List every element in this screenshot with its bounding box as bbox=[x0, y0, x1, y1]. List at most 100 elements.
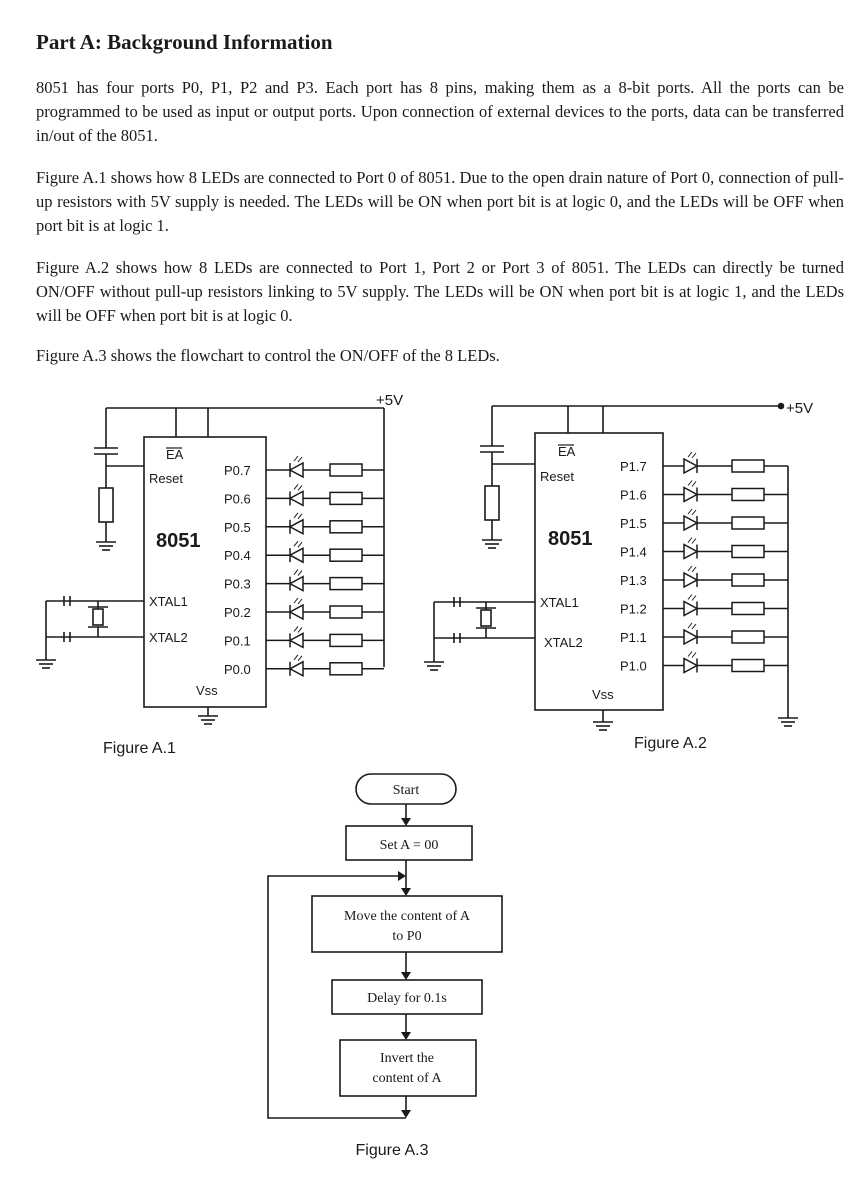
resistor bbox=[329, 633, 363, 648]
led-row bbox=[266, 597, 384, 621]
pin-label: P0.6 bbox=[224, 491, 251, 506]
resistor bbox=[731, 487, 765, 502]
pin-label: P1.3 bbox=[620, 573, 647, 588]
pin-label: P0.0 bbox=[224, 662, 251, 677]
flow-step2-line2: to P0 bbox=[392, 929, 421, 944]
figure-a1-labels: +5V EA Reset 8051 XTAL1 XTAL2 Vss Figure… bbox=[103, 392, 403, 757]
paragraph-ports-intro: 8051 has four ports P0, P1, P2 and P3. E… bbox=[36, 78, 844, 145]
led-row bbox=[663, 622, 788, 646]
led-row bbox=[663, 508, 788, 532]
led-diode-icon bbox=[288, 455, 304, 479]
reset-resistor-a1 bbox=[98, 487, 114, 523]
led-row bbox=[266, 455, 384, 479]
resistor bbox=[731, 630, 765, 644]
led-row bbox=[663, 651, 788, 674]
supply-label-a2: +5V bbox=[786, 400, 813, 417]
led-row bbox=[266, 540, 384, 564]
ea-label-a2: EA bbox=[558, 444, 576, 459]
resistor bbox=[329, 548, 363, 562]
flow-step4-line2: content of A bbox=[372, 1071, 442, 1086]
resistor bbox=[329, 520, 363, 534]
flow-step3-label: Delay for 0.1s bbox=[367, 991, 447, 1006]
led-diode-icon bbox=[288, 626, 304, 649]
xtal2-label-a1: XTAL2 bbox=[149, 630, 188, 645]
section-heading: Part A: Background Information bbox=[36, 30, 333, 54]
ea-label-a1: EA bbox=[166, 447, 184, 462]
pin-label: P0.4 bbox=[224, 548, 251, 563]
pin-label: P1.1 bbox=[620, 630, 647, 645]
chip-8051-a1 bbox=[143, 436, 267, 708]
vss-label-a2: Vss bbox=[592, 687, 614, 702]
led-row bbox=[663, 594, 788, 617]
led-diode-icon bbox=[288, 540, 304, 564]
reset-label-a2: Reset bbox=[540, 469, 574, 484]
xtal1-label-a1: XTAL1 bbox=[149, 594, 188, 609]
chip-label-a1: 8051 bbox=[156, 530, 201, 552]
led-diode-icon bbox=[683, 594, 699, 617]
resistor bbox=[329, 463, 363, 477]
figure-a2-labels: +5V EA Reset 8051 XTAL1 XTAL2 Vss Figure… bbox=[540, 400, 813, 752]
led-row bbox=[266, 569, 384, 592]
reset-resistor-a2 bbox=[484, 485, 500, 521]
led-diode-icon bbox=[683, 565, 699, 589]
resistor bbox=[731, 573, 765, 587]
flowchart-a3 bbox=[267, 773, 503, 1119]
flow-step-move-a bbox=[311, 895, 503, 953]
led-row bbox=[266, 654, 384, 678]
resistor bbox=[329, 491, 363, 506]
pin-label: P1.4 bbox=[620, 545, 647, 560]
led-row bbox=[266, 484, 384, 507]
reset-label-a1: Reset bbox=[149, 471, 183, 486]
led-row bbox=[663, 537, 788, 560]
figure-a1-led-rows bbox=[266, 455, 384, 678]
led-diode-icon bbox=[683, 651, 699, 674]
paragraph-figure-a3: Figure A.3 shows the flowchart to contro… bbox=[36, 346, 500, 365]
pin-label: P1.2 bbox=[620, 602, 647, 617]
led-row bbox=[266, 512, 384, 536]
pin-label: P0.3 bbox=[224, 577, 251, 592]
pin-label: P0.2 bbox=[224, 605, 251, 620]
chip-8051-a2 bbox=[534, 432, 664, 711]
led-diode-icon bbox=[683, 480, 699, 503]
flow-step1-label: Set A = 00 bbox=[380, 838, 439, 853]
resistor bbox=[329, 605, 363, 619]
flow-step-set-a bbox=[345, 825, 473, 861]
paragraph-figure-a1: Figure A.1 shows how 8 LEDs are connecte… bbox=[36, 168, 844, 235]
supply-label-a1: +5V bbox=[376, 392, 403, 409]
led-diode-icon bbox=[683, 622, 699, 646]
pin-label: P0.5 bbox=[224, 520, 251, 535]
resistor bbox=[731, 601, 765, 616]
led-row bbox=[663, 480, 788, 503]
led-row bbox=[266, 626, 384, 649]
xtal2-label-a2: XTAL2 bbox=[544, 635, 583, 650]
led-diode-icon bbox=[288, 597, 304, 621]
resistor bbox=[329, 662, 363, 676]
led-diode-icon bbox=[683, 451, 699, 475]
pin-label: P1.0 bbox=[620, 659, 647, 674]
figure-a2-led-rows bbox=[663, 451, 788, 674]
chip-label-a2: 8051 bbox=[548, 528, 593, 550]
vss-label-a1: Vss bbox=[196, 683, 218, 698]
pin-labels-a2: P1.7P1.6P1.5P1.4P1.3P1.2P1.1P1.0 bbox=[620, 459, 647, 674]
pin-label: P1.5 bbox=[620, 516, 647, 531]
led-row bbox=[663, 451, 788, 475]
resistor bbox=[329, 576, 363, 591]
pin-label: P0.7 bbox=[224, 463, 251, 478]
led-diode-icon bbox=[683, 537, 699, 560]
figure-a3-caption: Figure A.3 bbox=[356, 1142, 429, 1159]
pin-labels-a1: P0.7P0.6P0.5P0.4P0.3P0.2P0.1P0.0 bbox=[224, 463, 251, 677]
led-diode-icon bbox=[683, 508, 699, 532]
figure-a1-caption: Figure A.1 bbox=[103, 740, 176, 757]
pin-label: P1.6 bbox=[620, 488, 647, 503]
flow-start-label: Start bbox=[393, 783, 420, 798]
led-row bbox=[663, 565, 788, 589]
pin-label: P0.1 bbox=[224, 633, 251, 648]
flow-step2-line1: Move the content of A bbox=[344, 909, 471, 924]
resistor bbox=[731, 516, 765, 530]
crystal-a2 bbox=[480, 609, 492, 627]
flowchart-labels: Start Set A = 00 Move the content of A t… bbox=[344, 783, 471, 1159]
flow-step-invert bbox=[339, 1039, 477, 1097]
flowchart-arrowheads bbox=[398, 818, 411, 1118]
xtal1-label-a2: XTAL1 bbox=[540, 595, 579, 610]
